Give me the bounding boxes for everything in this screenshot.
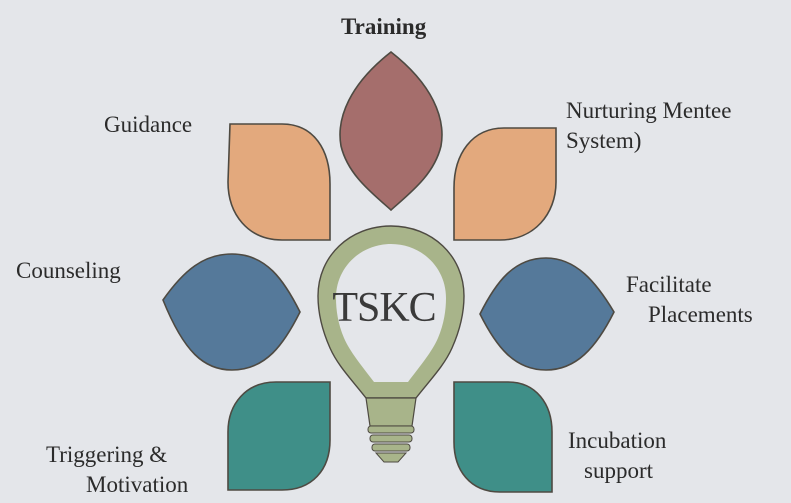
label-nurturing-line1: Nurturing Mentee — [566, 98, 732, 123]
lightbulb-icon — [317, 225, 465, 463]
label-incubation-line1: Incubation — [568, 428, 667, 453]
label-incubation-line2: support — [584, 458, 653, 483]
label-facilitate-line2: Placements — [648, 302, 753, 327]
label-guidance: Guidance — [104, 112, 193, 137]
label-triggering-line1: Triggering & — [46, 442, 168, 467]
bulb-base-ring-1 — [367, 425, 415, 434]
counseling-petal — [162, 253, 301, 371]
training-petal — [339, 50, 443, 212]
label-nurturing-line2: System) — [566, 128, 642, 153]
label-counseling: Counseling — [16, 258, 121, 283]
triggering-petal — [227, 381, 331, 491]
bulb-base-ring-3 — [371, 443, 411, 452]
bulb-tip — [374, 452, 408, 463]
label-incubation: Incubation support — [568, 426, 666, 486]
label-training: Training — [341, 14, 427, 39]
label-triggering: Triggering & Motivation — [46, 440, 188, 500]
facilitate-petal — [479, 257, 615, 371]
nurturing-petal — [453, 127, 557, 241]
label-nurturing: Nurturing Mentee System) — [566, 96, 731, 156]
bulb-base-ring-2 — [369, 434, 413, 443]
bulb-inner-hole — [336, 244, 446, 382]
label-facilitate-line1: Facilitate — [626, 272, 712, 297]
center-label: TSKC — [332, 285, 436, 331]
incubation-petal — [453, 381, 553, 493]
bulb-neck — [365, 397, 417, 427]
label-triggering-line2: Motivation — [86, 472, 189, 497]
guidance-petal — [227, 123, 331, 241]
label-facilitate: Facilitate Placements — [626, 270, 753, 330]
